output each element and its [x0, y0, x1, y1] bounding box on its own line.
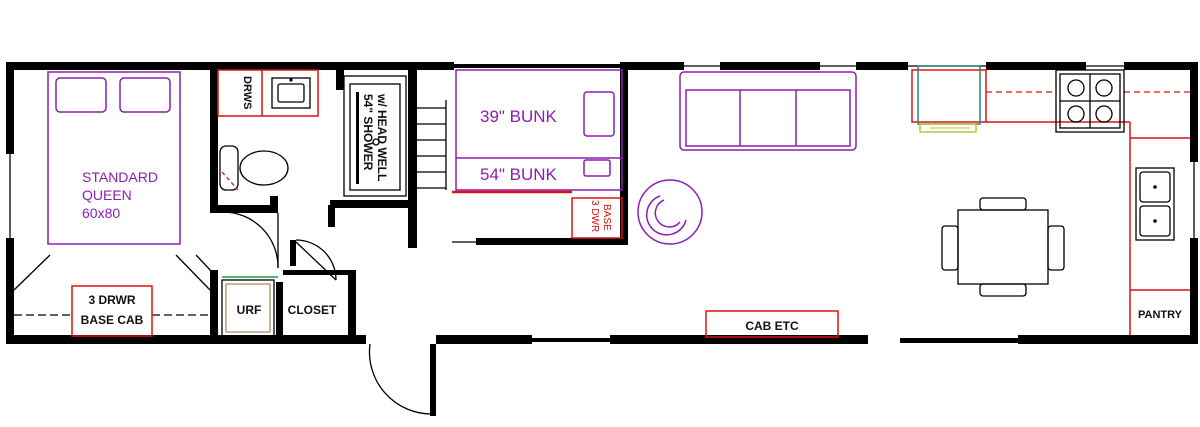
bedroom-closet-doors — [13, 254, 213, 316]
shower-label-line2: w/ HEAD WELL — [375, 93, 389, 181]
three-dwr-base-line2: BASE — [601, 204, 612, 231]
base-cab-label-line1: 3 DRWR — [88, 293, 135, 307]
kitchen-counters — [911, 69, 1190, 335]
refrigerator — [917, 65, 981, 133]
interior-walls — [210, 62, 628, 344]
bunk-beds: 39" BUNK 54" BUNK — [452, 69, 623, 194]
bunk-ladder-stairs — [416, 100, 476, 243]
entry-door — [368, 343, 436, 416]
bunk-top-label: 39" BUNK — [480, 107, 558, 126]
bed-label-line1: STANDARD — [82, 169, 158, 185]
three-drawer-base: 3 DWR BASE — [571, 197, 623, 239]
dining-table — [941, 197, 1065, 297]
toilet — [219, 145, 289, 191]
drws-label: DRWS — [241, 76, 253, 109]
kitchen-sink — [1135, 167, 1175, 241]
shower-54: 54" SHOWER w/ HEAD WELL — [343, 75, 407, 197]
cab-etc-label: CAB ETC — [745, 319, 799, 333]
bed-label-line3: 60x80 — [82, 205, 120, 221]
cabinet-etc: CAB ETC — [705, 310, 839, 338]
base-cab-label-line2: BASE CAB — [81, 313, 144, 327]
bunk-bottom-label: 54" BUNK — [480, 165, 558, 184]
bathroom-vanity: DRWS — [217, 69, 319, 117]
closet-door — [295, 239, 337, 281]
urf-label: URF — [237, 303, 262, 317]
exterior-walls — [6, 62, 1198, 344]
three-drawer-base-cabinet: 3 DRWR BASE CAB — [71, 285, 153, 337]
three-dwr-base-line1: 3 DWR — [589, 200, 600, 232]
closet-label: CLOSET — [288, 303, 337, 317]
range-stove — [1055, 69, 1125, 133]
pantry-label: PANTRY — [1138, 309, 1183, 321]
queen-bed: STANDARD QUEEN 60x80 — [47, 71, 181, 245]
bed-label-line2: QUEEN — [82, 187, 132, 203]
swivel-chair — [637, 179, 703, 245]
shower-label-line1: 54" SHOWER — [361, 94, 375, 171]
bath-door — [221, 211, 279, 269]
sofa — [679, 71, 857, 151]
urf-box: URF — [221, 276, 278, 337]
